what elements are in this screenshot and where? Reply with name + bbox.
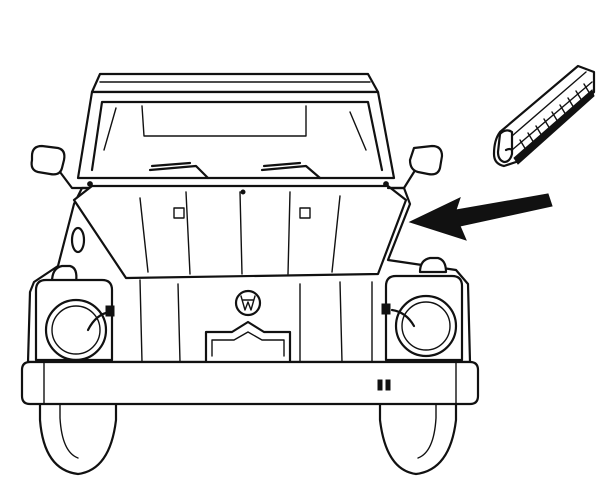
front-hood xyxy=(72,181,408,280)
hood-seal-profile-inset xyxy=(492,64,596,168)
right-front-wheel xyxy=(378,400,458,476)
left-side-marker xyxy=(70,226,86,254)
windshield-frame xyxy=(76,90,396,180)
left-turn-signal xyxy=(50,264,78,284)
right-side-mirror xyxy=(386,144,444,190)
right-turn-signal xyxy=(418,256,448,274)
vw-emblem xyxy=(234,289,262,317)
left-front-wheel xyxy=(38,400,118,476)
left-side-mirror xyxy=(30,144,90,190)
front-bumper xyxy=(20,360,480,406)
windshield-wipers xyxy=(148,161,322,180)
pointer-arrow xyxy=(408,193,553,241)
left-headlight xyxy=(34,278,115,362)
right-headlight xyxy=(381,274,464,362)
